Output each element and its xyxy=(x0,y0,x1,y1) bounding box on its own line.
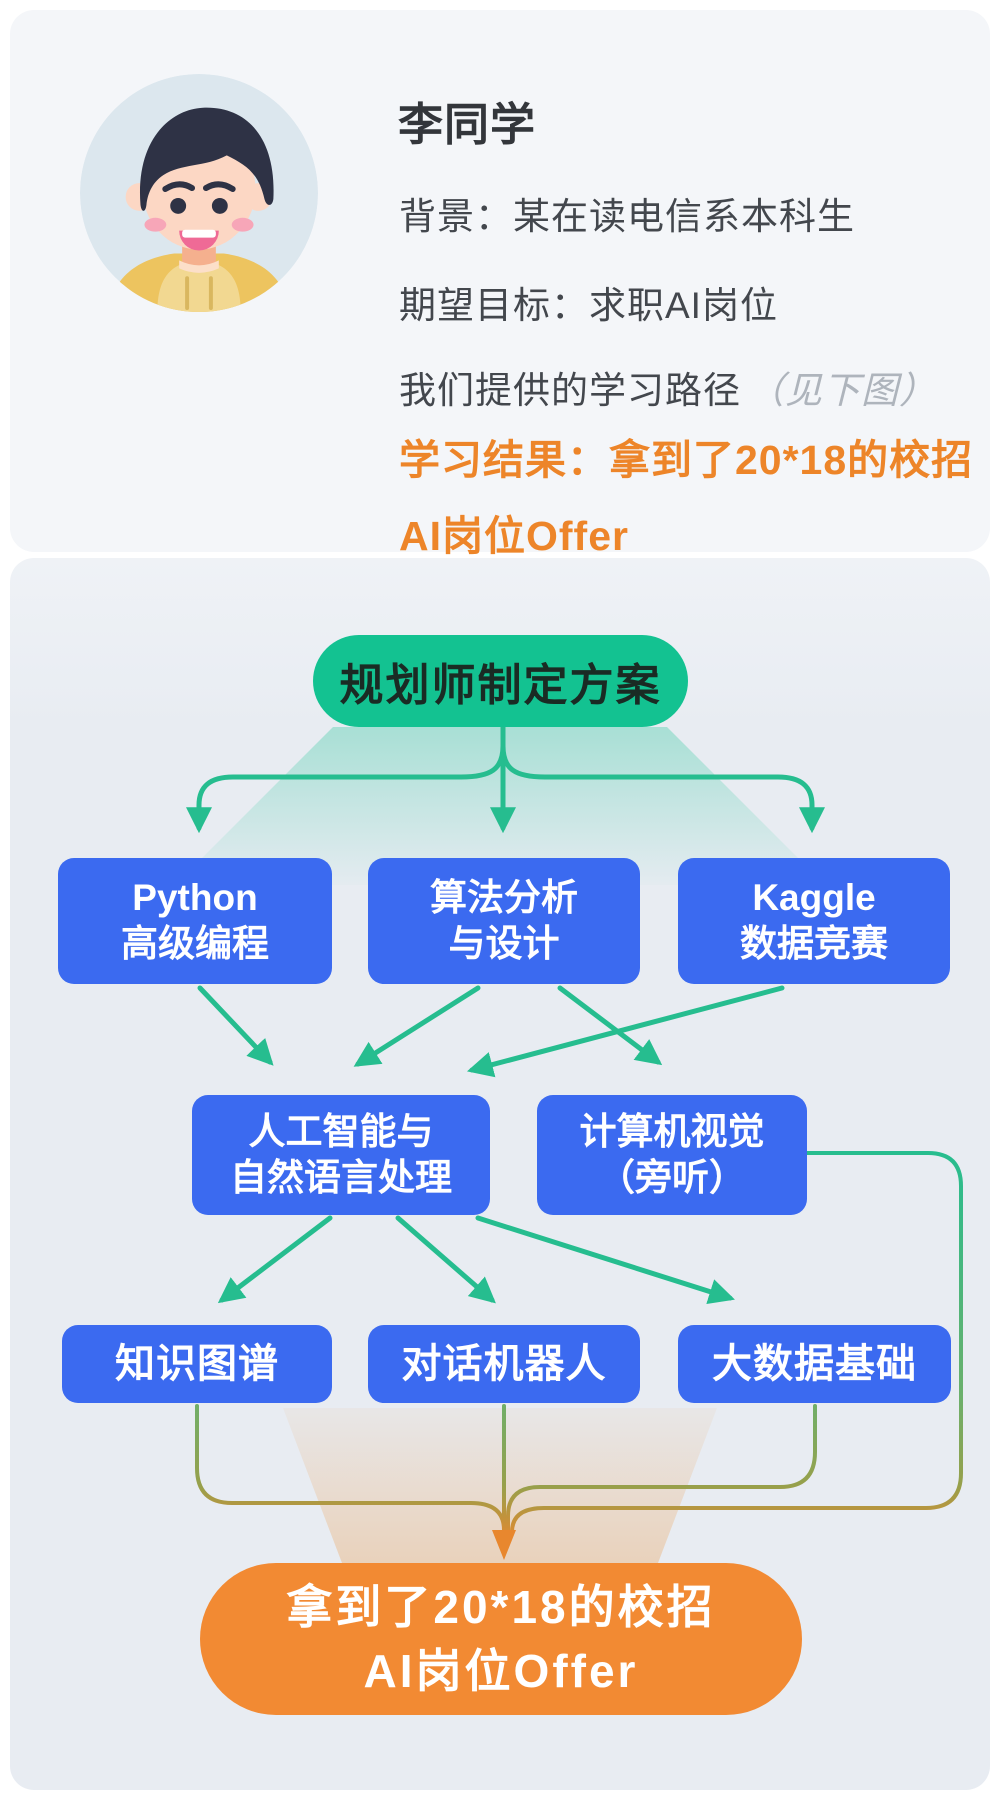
profile-goal-line: 期望目标：求职AI岗位 xyxy=(399,285,778,326)
profile-name: 李同学 xyxy=(398,99,537,150)
node-algorithm-design: 算法分析 与设计 xyxy=(368,858,640,984)
profile-path-label: 我们提供的学习路径 xyxy=(399,370,741,411)
node-chatbot: 对话机器人 xyxy=(368,1325,640,1403)
avatar xyxy=(80,74,318,312)
node-offer-result-line1: 拿到了20*18的校招 xyxy=(286,1581,716,1633)
node-offer-result: 拿到了20*18的校招 AI岗位Offer xyxy=(200,1563,802,1715)
profile-card: 李同学 背景：某在读电信系本科生 期望目标：求职AI岗位 我们提供的学习路径（见… xyxy=(10,10,990,559)
node-computer-vision: 计算机视觉 （旁听） xyxy=(537,1095,807,1215)
profile-path-line: 我们提供的学习路径（见下图） xyxy=(399,360,937,414)
node-offer-result-line2: AI岗位Offer xyxy=(363,1645,639,1697)
student-boy-avatar-icon xyxy=(80,74,318,312)
profile-path-note: （见下图） xyxy=(747,370,937,411)
node-knowledge-graph: 知识图谱 xyxy=(62,1325,332,1403)
node-planner-scheme: 规划师制定方案 xyxy=(313,635,688,727)
node-python-advanced: Python 高级编程 xyxy=(58,858,332,984)
node-planner-scheme-label: 规划师制定方案 xyxy=(339,661,662,710)
profile-result-line1: 学习结果：拿到了20*18的校招 xyxy=(399,437,974,483)
profile-result-line2: AI岗位Offer xyxy=(399,513,629,559)
node-bigdata-basics: 大数据基础 xyxy=(678,1325,951,1403)
node-kaggle-competition: Kaggle 数据竞赛 xyxy=(678,858,950,984)
profile-background-line: 背景：某在读电信系本科生 xyxy=(399,196,855,237)
node-ai-nlp: 人工智能与 自然语言处理 xyxy=(192,1095,490,1215)
